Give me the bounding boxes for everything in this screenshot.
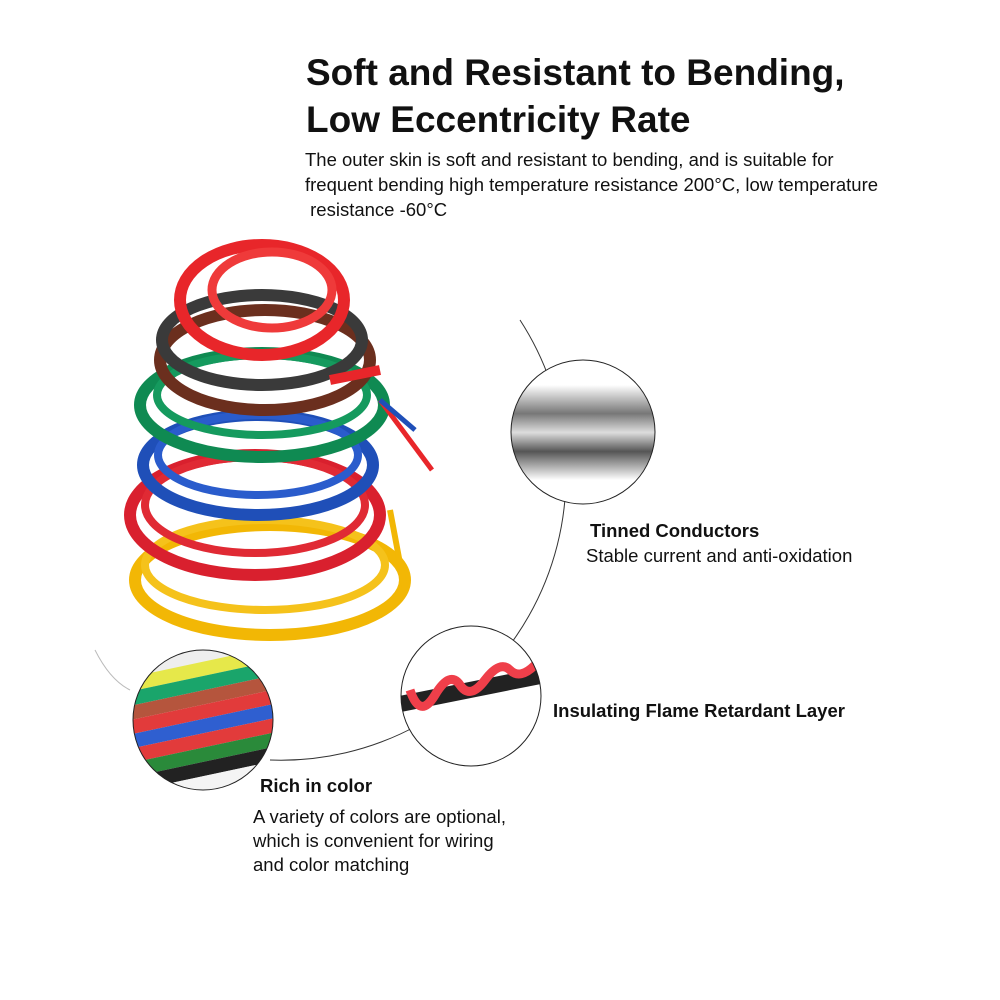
tinned-conductor-image	[511, 360, 655, 504]
color-desc-line3: and color matching	[253, 854, 410, 875]
description-line3: resistance -60°C	[305, 199, 448, 220]
insulating-title: Insulating Flame Retardant Layer	[553, 700, 845, 721]
wire-coils	[124, 239, 435, 641]
insulating-layer-image	[401, 626, 541, 766]
description-line2: frequent bending high temperature resist…	[305, 174, 879, 195]
connector-arc-left	[94, 649, 131, 691]
color-desc-line1: A variety of colors are optional,	[253, 806, 506, 827]
color-title: Rich in color	[260, 775, 373, 796]
description-line1: The outer skin is soft and resistant to …	[305, 149, 834, 170]
color-desc-line2: which is convenient for wiring	[253, 830, 494, 851]
tinned-title: Tinned Conductors	[590, 520, 760, 541]
page-title-line1: Soft and Resistant to Bending,	[306, 52, 845, 93]
page-title-line2: Low Eccentricity Rate	[306, 99, 691, 140]
tinned-desc: Stable current and anti-oxidation	[586, 545, 853, 566]
